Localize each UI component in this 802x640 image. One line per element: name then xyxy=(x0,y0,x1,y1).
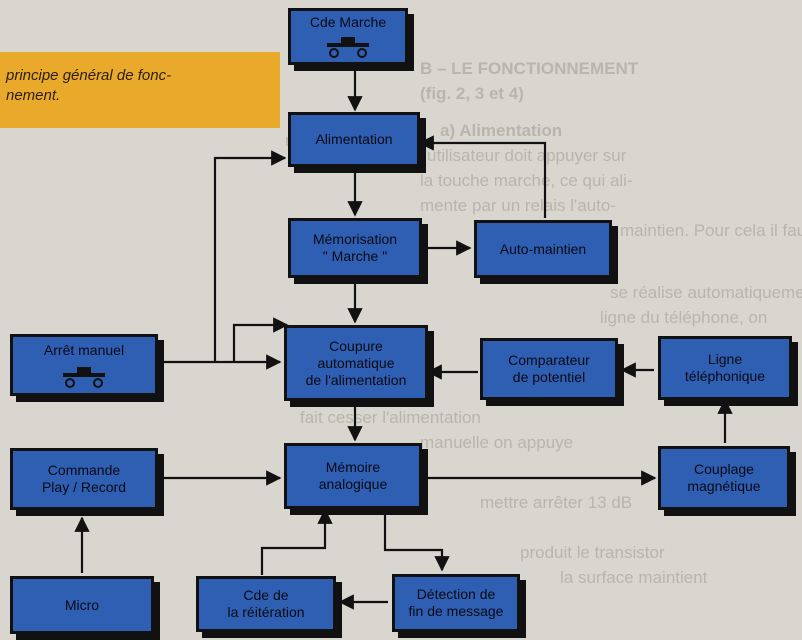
box-auto-maintien: Auto-maintien xyxy=(474,220,612,278)
box-micro: Micro xyxy=(10,576,154,634)
wire-reit-memoire xyxy=(260,508,333,575)
label-memorisation: Mémorisation " Marche " xyxy=(312,231,398,264)
box-cde-marche: Cde Marche xyxy=(288,8,408,65)
wire-memoire-detect xyxy=(383,510,450,572)
label-memoire: Mémoire analogique xyxy=(318,459,388,492)
box-arret-manuel: Arrêt manuel xyxy=(10,334,158,396)
label-micro: Micro xyxy=(64,596,100,613)
box-alimentation: Alimentation xyxy=(288,112,420,167)
box-coupure: Coupure automatique de l'alimentation xyxy=(284,325,428,401)
box-ligne: Ligne téléphonique xyxy=(658,336,792,400)
label-coupure: Coupure automatique de l'alimentation xyxy=(305,337,407,388)
wire-coupure-up xyxy=(232,317,289,362)
box-couplage: Couplage magnétique xyxy=(658,446,790,510)
box-cde-reiteration: Cde de la réitération xyxy=(196,576,336,632)
push-button-icon xyxy=(327,37,369,58)
box-commande: Commande Play / Record xyxy=(10,448,158,510)
box-memorisation: Mémorisation " Marche " xyxy=(288,218,422,278)
caption-text: principe général de fonc- nement. xyxy=(6,67,172,104)
label-arret-manuel: Arrêt manuel xyxy=(43,342,125,358)
label-auto-maintien: Auto-maintien xyxy=(499,240,587,257)
wire-auto-alim xyxy=(418,135,547,218)
figure-caption: principe général de fonc- nement. xyxy=(0,52,280,128)
label-couplage: Couplage magnétique xyxy=(687,461,761,494)
label-ligne: Ligne téléphonique xyxy=(684,351,766,384)
label-alimentation: Alimentation xyxy=(315,131,393,147)
label-cde-reiteration: Cde de la réitération xyxy=(227,587,305,620)
box-comparateur: Comparateur de potentiel xyxy=(480,338,618,400)
label-detection: Détection de fin de message xyxy=(408,586,504,619)
box-memoire: Mémoire analogique xyxy=(284,443,422,509)
label-comparateur: Comparateur de potentiel xyxy=(508,352,590,385)
label-commande: Commande Play / Record xyxy=(41,462,127,495)
box-detection: Détection de fin de message xyxy=(392,574,520,632)
label-cde-marche: Cde Marche xyxy=(309,14,387,30)
push-button-icon xyxy=(63,367,105,388)
wire-coupure-alim-left xyxy=(213,150,287,362)
